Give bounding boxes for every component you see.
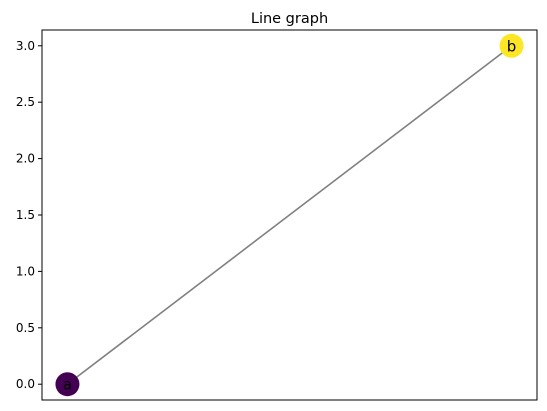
plot-area: 0.0 0.5 1.0 1.5 2.0 2.5 3.0 a b [16, 29, 538, 401]
y-tick-label: 0.0 [16, 377, 35, 391]
chart-title: Line graph [251, 11, 328, 27]
node-marker-a [55, 372, 80, 397]
y-tick-label: 1.0 [16, 264, 35, 278]
y-tick-label: 2.5 [16, 95, 35, 109]
y-tick-label: 2.0 [16, 152, 35, 166]
node-marker-b [499, 33, 524, 58]
y-tick-label: 3.0 [16, 39, 35, 53]
y-tick-label: 0.5 [16, 321, 35, 335]
y-tick-label: 1.5 [16, 208, 35, 222]
edge-line [66, 45, 513, 385]
node-label-a: a [63, 376, 72, 394]
node-label-b: b [507, 37, 517, 55]
